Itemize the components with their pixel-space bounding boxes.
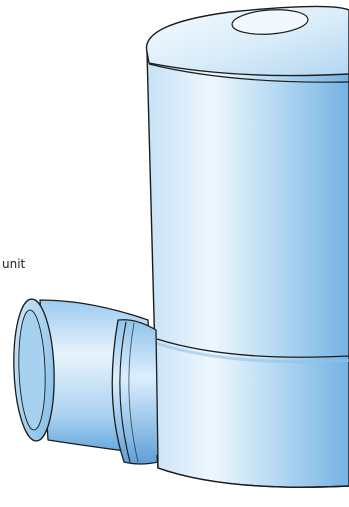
base-band-shadow xyxy=(157,342,349,364)
pipe-end-inner xyxy=(18,309,46,431)
base-band-seam xyxy=(156,338,349,358)
cylinder-lid xyxy=(145,5,349,77)
cylinder-base-curve xyxy=(156,454,349,488)
lid-cap xyxy=(231,9,309,35)
cylinder-body xyxy=(146,51,349,488)
pipe-collar xyxy=(111,319,159,465)
unit-label: unit xyxy=(2,257,26,271)
